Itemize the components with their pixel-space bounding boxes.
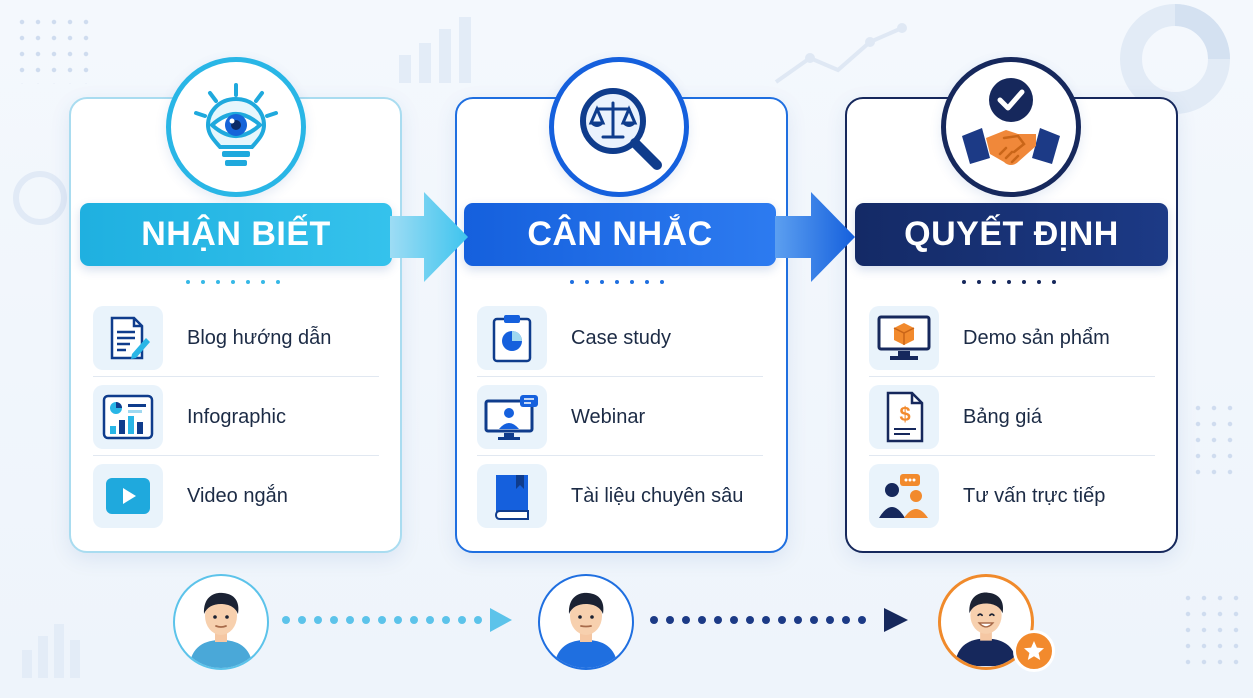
happy-person-icon [954, 592, 1018, 667]
list-item: Demo sản phẩm [869, 306, 1110, 370]
journey-flow-arrow [282, 608, 512, 632]
star-icon [1024, 641, 1044, 660]
journey-flow-arrow [650, 608, 908, 632]
webinar-monitor-icon [484, 395, 538, 440]
infographic-icon [102, 394, 154, 440]
background-bar-chart [399, 17, 471, 83]
list-item: Tài liệu chuyên sâu [477, 464, 743, 528]
scale-magnifier-icon [580, 88, 662, 170]
list-item: Case study [477, 306, 671, 370]
monitor-box-icon [877, 315, 931, 360]
list-item: Infographic [93, 385, 286, 449]
item-label: Case study [571, 326, 672, 349]
stage-badge-consideration [549, 57, 689, 197]
eye-lightbulb-icon [194, 83, 278, 166]
item-label: Blog hướng dẫn [187, 326, 332, 349]
divider [93, 376, 379, 377]
document-pen-icon [110, 316, 150, 360]
item-label: Demo sản phẩm [963, 326, 1110, 349]
arrow-right-icon [390, 192, 468, 282]
svg-text:$: $ [899, 404, 910, 426]
divider [93, 455, 379, 456]
divider [477, 455, 763, 456]
play-video-icon [106, 478, 150, 514]
stage-badge-decision [941, 57, 1081, 197]
separator-dots [962, 280, 1056, 284]
consultation-icon [879, 474, 928, 518]
divider [869, 376, 1155, 377]
stage-title-consideration: CÂN NHẮC [464, 203, 776, 266]
divider [477, 376, 763, 377]
stage-title-decision: QUYẾT ĐỊNH [855, 203, 1168, 266]
background-dots [1190, 400, 1240, 480]
item-label: Tài liệu chuyên sâu [571, 484, 744, 507]
handshake-check-icon [962, 78, 1060, 165]
item-label: Webinar [571, 405, 646, 428]
star-badge [1013, 630, 1055, 672]
divider [869, 455, 1155, 456]
customer-avatar-consideration [538, 574, 634, 670]
clipboard-chart-icon [492, 315, 532, 363]
item-label: Bảng giá [963, 405, 1042, 428]
stage-title-awareness: NHẬN BIẾT [80, 203, 392, 266]
list-item: Video ngắn [93, 464, 288, 528]
item-label: Video ngắn [187, 484, 288, 507]
background-pie-chart [1120, 4, 1230, 114]
stage-badge-awareness [166, 57, 306, 197]
person-icon [189, 592, 253, 668]
list-item: Tư vấn trực tiếp [869, 464, 1105, 528]
separator-dots [570, 280, 664, 284]
customer-avatar-awareness [173, 574, 269, 670]
book-icon [494, 475, 529, 520]
item-label: Infographic [187, 405, 286, 428]
list-item: $ Bảng giá [869, 385, 1042, 449]
background-dots [14, 14, 94, 84]
person-icon [554, 592, 618, 668]
background-ring [13, 171, 67, 225]
list-item: Webinar [477, 385, 645, 449]
list-item: Blog hướng dẫn [93, 306, 331, 370]
background-line-chart [774, 23, 907, 84]
arrow-right-icon [775, 192, 855, 282]
separator-dots [186, 280, 280, 284]
item-label: Tư vấn trực tiếp [963, 484, 1106, 507]
price-sheet-icon: $ [886, 391, 924, 443]
background-bar-chart [22, 624, 80, 678]
background-dots [1180, 590, 1244, 670]
